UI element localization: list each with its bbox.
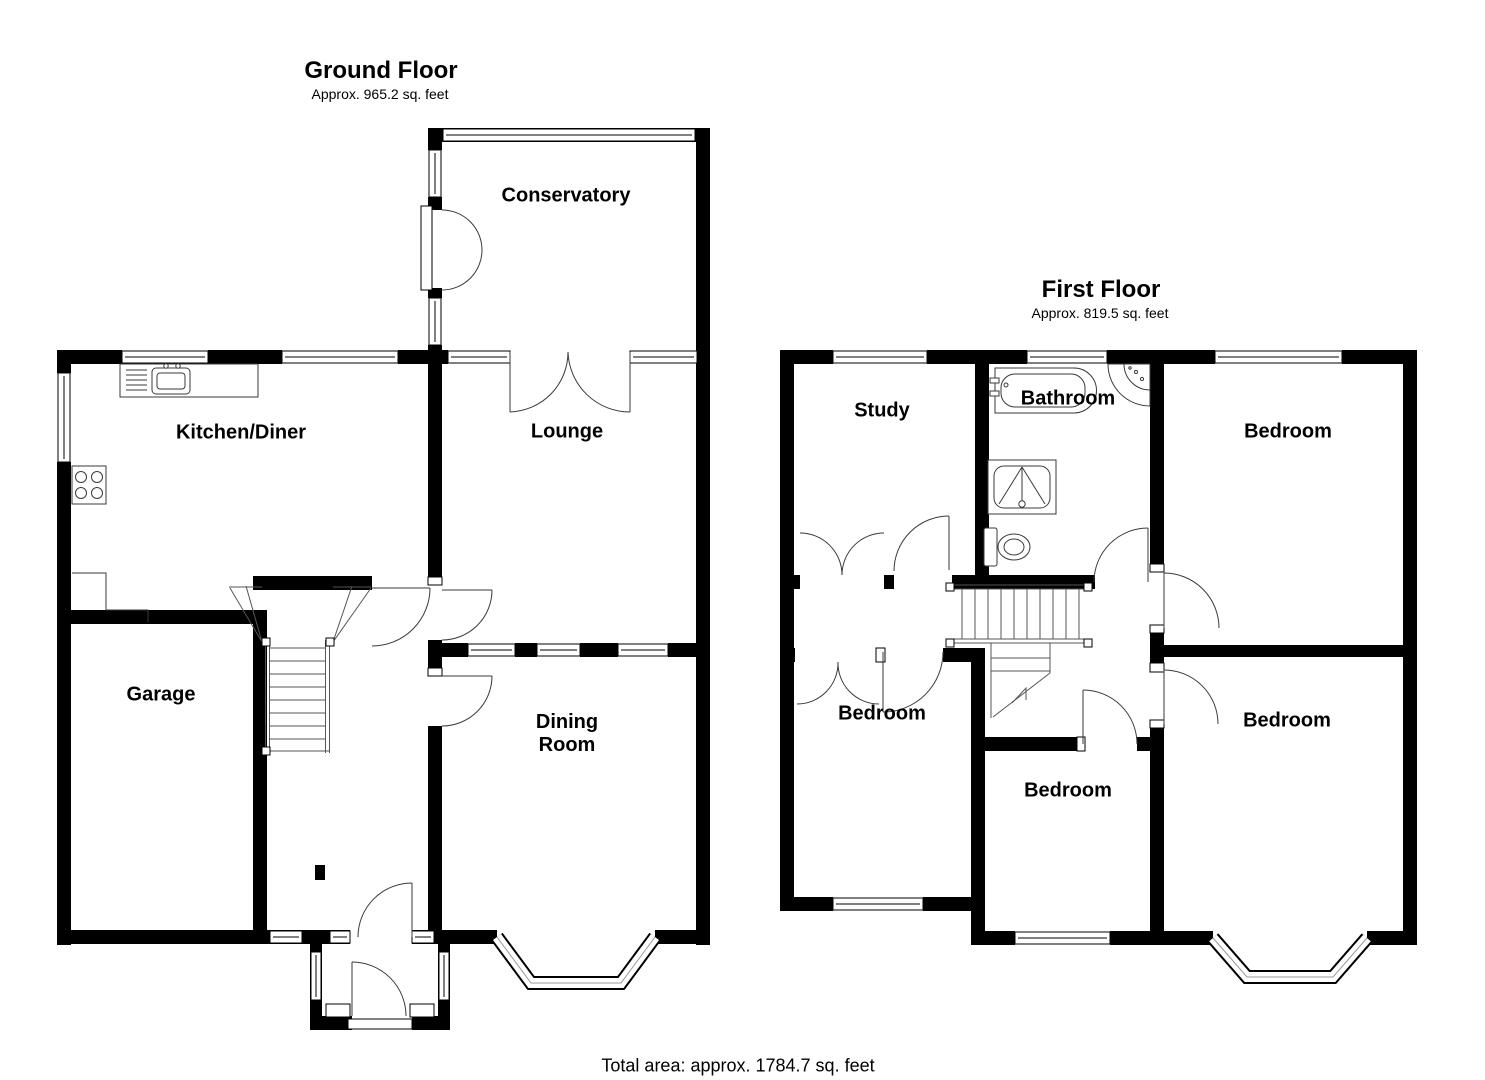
shower xyxy=(987,459,1057,515)
toilet xyxy=(983,527,1031,567)
wash-basin xyxy=(1107,363,1151,407)
kitchen-unit-edge xyxy=(72,572,149,622)
first-floor-windows xyxy=(832,350,1343,945)
room-label-bedroom-bottom-left: Bedroom xyxy=(838,702,926,725)
ground-floor-bay-window xyxy=(491,932,661,990)
total-area-text: Total area: approx. 1784.7 sq. feet xyxy=(601,1055,875,1076)
ground-floor-doors xyxy=(351,205,631,1017)
first-floor-doors xyxy=(796,515,1220,745)
room-label-lounge: Lounge xyxy=(530,420,604,443)
ground-floor-plan xyxy=(57,128,710,1030)
ground-floor-area: Approx. 965.2 sq. feet xyxy=(311,86,449,102)
ground-floor-title: Ground Floor xyxy=(304,57,458,84)
ground-floor-windows xyxy=(57,128,698,1030)
room-label-garage: Garage xyxy=(126,683,196,706)
front-door-threshold xyxy=(347,1018,413,1030)
first-floor-plan xyxy=(780,350,1417,984)
room-label-study: Study xyxy=(854,399,910,422)
first-floor-bay-window xyxy=(1207,933,1373,984)
room-label-bedroom-bottom-middle: Bedroom xyxy=(1024,779,1112,802)
first-floor-staircase xyxy=(945,582,1093,718)
conservatory-door-frame xyxy=(420,205,433,291)
room-label-kitchen-diner: Kitchen/Diner xyxy=(175,421,307,444)
first-floor-area: Approx. 819.5 sq. feet xyxy=(1031,305,1169,321)
kitchen-sink-counter xyxy=(119,363,259,398)
room-label-bedroom-top-right: Bedroom xyxy=(1244,420,1332,443)
room-label-dining-room: Dining Room xyxy=(535,711,599,756)
ground-floor-walls xyxy=(57,128,710,1030)
ground-floor-staircase xyxy=(229,585,372,756)
room-label-bathroom: Bathroom xyxy=(1020,387,1116,410)
room-label-conservatory: Conservatory xyxy=(501,184,631,207)
hob xyxy=(71,465,149,622)
first-floor-title: First Floor xyxy=(1041,276,1161,303)
room-label-bedroom-bottom-right: Bedroom xyxy=(1243,709,1331,732)
bathtub xyxy=(989,367,1098,414)
